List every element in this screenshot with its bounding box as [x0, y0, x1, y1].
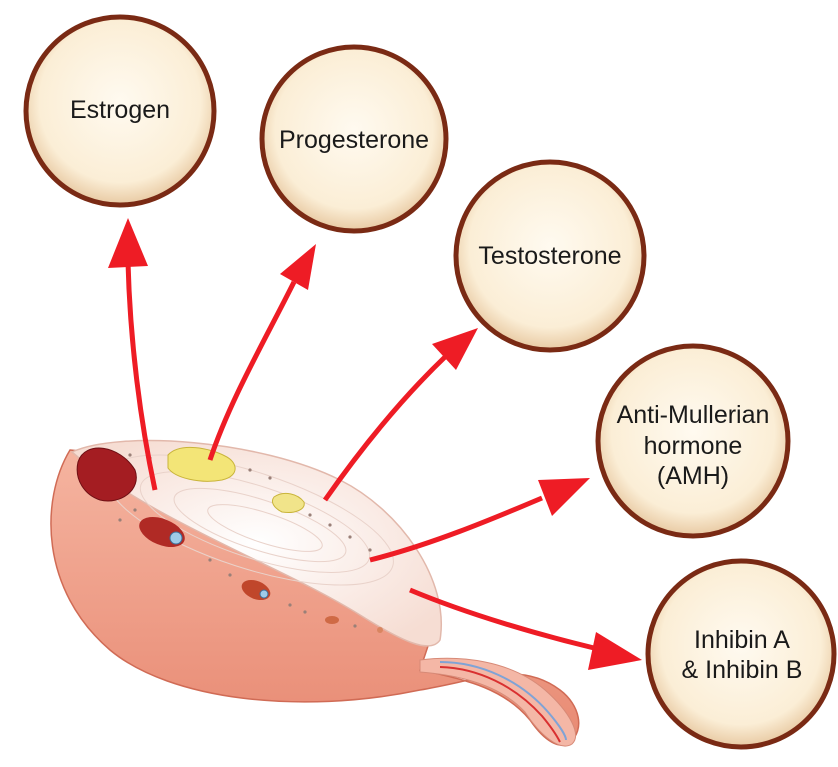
arrow-progesterone: [210, 244, 316, 460]
label-testosterone: Testosterone: [458, 234, 642, 278]
label-estrogen: Estrogen: [40, 88, 200, 132]
label-progesterone: Progesterone: [262, 118, 446, 162]
oocyte: [170, 532, 182, 544]
follicle: [325, 616, 339, 624]
arrow-testosterone: [325, 328, 478, 500]
ovary: [51, 428, 579, 746]
oocyte: [260, 590, 268, 598]
follicle: [377, 627, 383, 633]
label-amh: Anti-Mullerian hormone (AMH): [600, 398, 786, 494]
label-inhibin: Inhibin A & Inhibin B: [662, 622, 822, 688]
ligament: [420, 658, 576, 746]
